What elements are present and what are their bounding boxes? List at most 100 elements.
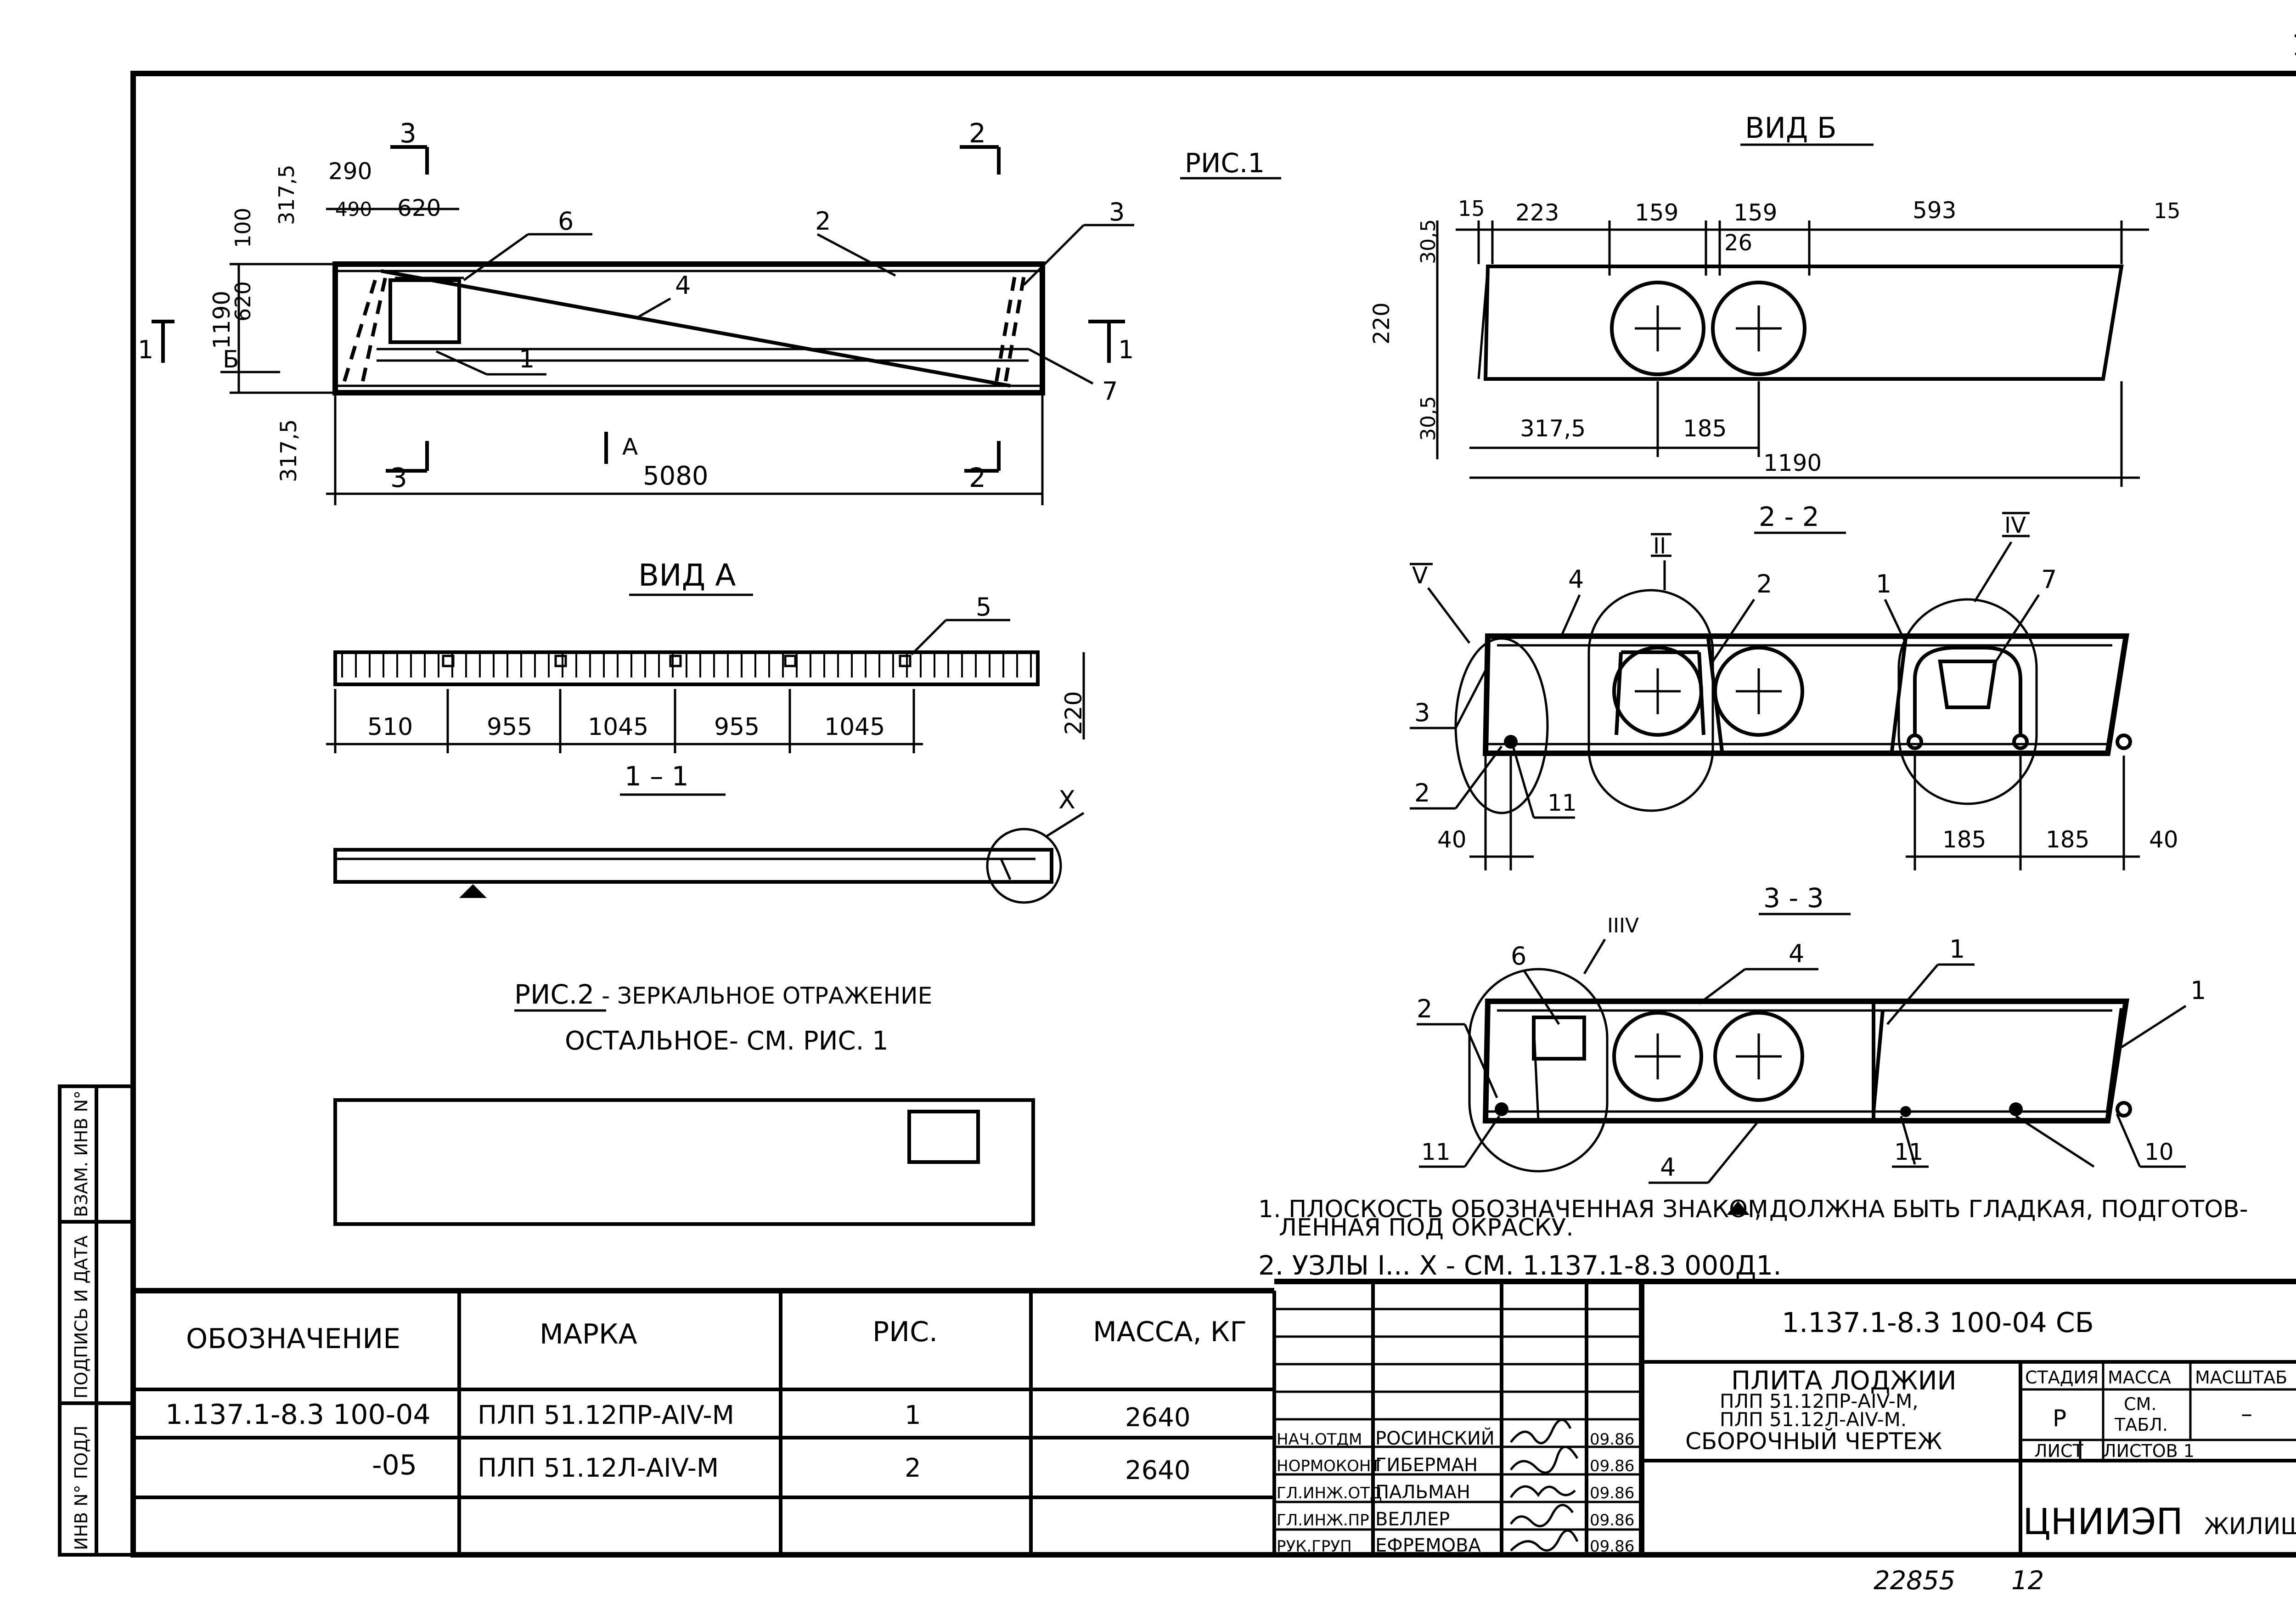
fig2-opening bbox=[907, 1110, 980, 1164]
section-3-3-callout-11a: 11 bbox=[1421, 1139, 1451, 1165]
fig1-callout-3: 3 bbox=[1109, 198, 1125, 226]
fig1-plan: РИС.1 5080 1190 290 490 620 100 317,5 bbox=[138, 118, 1281, 505]
fig1-dim-490: 490 bbox=[335, 198, 372, 220]
node-iv-ring bbox=[1897, 598, 2038, 805]
node-v-label: V bbox=[1412, 562, 1428, 589]
fig1-mark-2-bottom: 2 bbox=[969, 462, 986, 493]
view-b-top-dim-5: 593 bbox=[1913, 197, 1956, 224]
fig1-mark-view-a: А bbox=[622, 434, 638, 460]
fig2-caption-rest: - ЗЕРКАЛЬНОЕ ОТРАЖЕНИЕ bbox=[594, 982, 932, 1009]
fig1-opening bbox=[388, 278, 461, 344]
view-b-dim-1190: 1190 bbox=[1763, 450, 1822, 476]
view-b-dim-185: 185 bbox=[1683, 415, 1727, 442]
fig1-callout-2: 2 bbox=[815, 207, 831, 236]
signature-1 bbox=[1510, 1418, 1572, 1445]
spec-row-2-figure: 2 bbox=[905, 1453, 921, 1483]
signer-3-role: ГЛ.ИНЖ.ОТД bbox=[1277, 1484, 1382, 1502]
section-1-1-title: 1 – 1 bbox=[625, 761, 689, 792]
fig1-diagonal-bar bbox=[381, 269, 1011, 388]
section-2-2-title: 2 - 2 bbox=[1759, 501, 1819, 532]
fig1-dim-width: 1190 bbox=[208, 291, 235, 349]
section-2-2-dim-185b: 185 bbox=[2046, 826, 2089, 853]
view-b-hole-1 bbox=[1610, 281, 1705, 376]
view-b-top-dim-4: 159 bbox=[1733, 199, 1777, 226]
fig2: РИС.2 - ЗЕРКАЛЬНОЕ ОТРАЖЕНИЕ ОСТАЛЬНОЕ- … bbox=[333, 979, 1035, 1226]
node-viii-label: IIIV bbox=[1607, 914, 1639, 937]
section-1-1: 1 – 1 X bbox=[333, 761, 1085, 904]
node-iv-label: IV bbox=[2004, 513, 2026, 538]
fig1-mark-3-bottom: 3 bbox=[390, 462, 407, 493]
view-b-top-dim-1: 15 bbox=[1458, 196, 1485, 221]
signer-2-date: 09.86 bbox=[1590, 1457, 1634, 1475]
note-1-part-b: , ДОЛЖНА БЫТЬ ГЛАДКАЯ, ПОДГОТОВ- bbox=[1754, 1196, 2248, 1223]
signature-2 bbox=[1509, 1445, 1579, 1474]
fig2-slab bbox=[333, 1098, 1035, 1226]
view-b-dim-26: 26 bbox=[1724, 230, 1752, 256]
view-a-spacing-2: 955 bbox=[487, 713, 532, 741]
view-b-dim-220: 220 bbox=[1369, 302, 1395, 344]
signature-4 bbox=[1509, 1504, 1574, 1527]
title-scale-value: – bbox=[2241, 1400, 2252, 1427]
section-3-3-callout-4-bottom: 4 bbox=[1660, 1153, 1676, 1182]
signer-2-role: НОРМОКОНТ bbox=[1277, 1457, 1380, 1475]
note-1-part-a: 1. ПЛОСКОСТЬ ОБОЗНАЧЕННАЯ ЗНАКОМ bbox=[1258, 1196, 1768, 1223]
view-a-spacing-4: 955 bbox=[714, 713, 760, 741]
section-1-1-support-triangle bbox=[459, 884, 487, 898]
section-3-3-title: 3 - 3 bbox=[1763, 882, 1824, 914]
view-a-title: ВИД А bbox=[638, 558, 736, 593]
fig1-mark-1-left: 1 bbox=[138, 335, 153, 364]
signer-4-role: ГЛ.ИНЖ.ПР bbox=[1277, 1511, 1369, 1530]
section-2-2-callout-3: 3 bbox=[1414, 698, 1430, 727]
fig1-dim-total-length: 5080 bbox=[643, 461, 709, 491]
title-sheets-label: ЛИСТОВ 1 bbox=[2103, 1441, 2195, 1461]
title-line-1: ПЛИТА ЛОДЖИИ bbox=[1731, 1366, 1956, 1396]
title-org-sub: ЖИЛИЩА bbox=[2204, 1513, 2296, 1540]
title-block: 1.137.1-8.3 100-04 СБ ПЛИТА ЛОДЖИИ ПЛП 5… bbox=[1274, 1279, 2296, 1556]
section-2-2-callout-1: 1 bbox=[1876, 570, 1891, 598]
fig1-dim-290: 290 bbox=[328, 158, 372, 185]
fig1-mark-1-right: 1 bbox=[1118, 335, 1134, 364]
notes: 1. ПЛОСКОСТЬ ОБОЗНАЧЕННАЯ ЗНАКОМ , ДОЛЖН… bbox=[1258, 1196, 2248, 1281]
svg-text:РИС.2 - ЗЕРКАЛЬНОЕ ОТРАЖЕНИЕ: РИС.2 - ЗЕРКАЛЬНОЕ ОТРАЖЕНИЕ bbox=[514, 979, 932, 1010]
signer-5-name: ЕФРЕМОВА bbox=[1375, 1535, 1481, 1556]
section-3-3-callout-10: 10 bbox=[2144, 1139, 2174, 1165]
node-viii-ring bbox=[1468, 968, 1609, 1173]
fig1-callout-6: 6 bbox=[558, 207, 574, 236]
section-2-2-outline bbox=[1482, 633, 2130, 756]
section-3-3-callout-1-right: 1 bbox=[2190, 976, 2206, 1005]
spec-header-designation: ОБОЗНАЧЕНИЕ bbox=[186, 1323, 400, 1355]
fig1-callout-7: 7 bbox=[1102, 377, 1118, 406]
view-a-spacing-3: 1045 bbox=[588, 713, 648, 741]
sheet-number: 12 bbox=[2011, 1566, 2044, 1596]
view-a-callout-5: 5 bbox=[976, 593, 991, 621]
fig1-dim-620-side: 620 bbox=[231, 281, 255, 322]
fig1-mark-2-top: 2 bbox=[969, 118, 986, 149]
section-3-3-callout-6: 6 bbox=[1511, 942, 1526, 971]
section-3-3-callout-2: 2 bbox=[1417, 994, 1432, 1023]
view-b-dim-317-5: 317,5 bbox=[1520, 415, 1586, 442]
signer-5-date: 09.86 bbox=[1590, 1537, 1634, 1556]
fig1-dim-317-5-bottom: 317,5 bbox=[276, 419, 302, 482]
side-stamp-signature-date: ПОДПИСЬ И ДАТА bbox=[71, 1236, 91, 1399]
signer-3-date: 09.86 bbox=[1590, 1484, 1634, 1502]
section-2-2: 2 - 2 V II IV 4 2 1 bbox=[1410, 501, 2178, 870]
fig2-caption-line2: ОСТАЛЬНОЕ- СМ. РИС. 1 bbox=[565, 1026, 889, 1056]
archive-number: 22855 bbox=[1874, 1566, 1955, 1596]
section-2-2-callout-7: 7 bbox=[2041, 565, 2057, 594]
section-2-2-callout-4: 4 bbox=[1568, 565, 1584, 594]
view-b: ВИД Б 15 223 159 159 593 15 26 30,5 220 … bbox=[1369, 111, 2181, 487]
title-mass-label: МАССА bbox=[2108, 1367, 2171, 1388]
svg-text:1. ПЛОСКОСТЬ ОБОЗНАЧЕННАЯ ЗНАК: 1. ПЛОСКОСТЬ ОБОЗНАЧЕННАЯ ЗНАКОМ bbox=[1258, 1196, 1768, 1223]
view-b-hole-2 bbox=[1711, 281, 1806, 376]
view-a-spacing-5: 1045 bbox=[824, 713, 885, 741]
view-b-top-dim-6: 15 bbox=[2154, 198, 2181, 223]
signer-4-date: 09.86 bbox=[1590, 1511, 1634, 1530]
sheet-frame bbox=[130, 71, 2296, 1558]
node-x-circle bbox=[986, 828, 1062, 904]
title-line-4: СБОРОЧНЫЙ ЧЕРТЕЖ bbox=[1685, 1428, 1942, 1455]
title-doc-code: 1.137.1-8.3 100-04 СБ bbox=[1782, 1307, 2094, 1339]
spec-header-figure: РИС. bbox=[872, 1316, 938, 1348]
section-2-2-callout-2b: 2 bbox=[1414, 779, 1430, 807]
section-3-3-callout-1-top: 1 bbox=[1949, 935, 1965, 964]
section-2-2-dim-40-left: 40 bbox=[1437, 826, 1467, 853]
